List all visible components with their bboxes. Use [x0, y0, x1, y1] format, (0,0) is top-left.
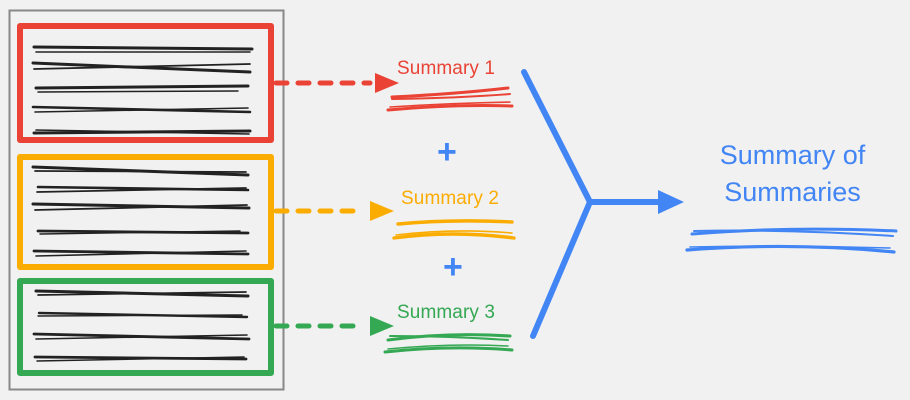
summary-1-underline	[386, 86, 514, 112]
summary-2-underline	[392, 219, 516, 240]
arrow-to-summary-1	[273, 73, 399, 93]
document-group-green[interactable]	[17, 278, 274, 376]
document-group-orange-border	[17, 154, 274, 270]
document-group-red-text-lines	[31, 45, 254, 135]
merge-branch-bottom	[530, 199, 593, 339]
arrow-to-summary-2	[273, 201, 394, 221]
document-group-green-text-lines	[32, 289, 251, 362]
document-group-orange-text-lines	[31, 165, 251, 257]
merge-arrow	[521, 69, 663, 339]
summary-3-underline	[383, 333, 514, 354]
arrow-to-summary-2-head	[370, 201, 394, 221]
arrow-to-summary-1-head	[375, 73, 399, 93]
arrow-to-summary-3	[273, 316, 394, 336]
document-group-green-border	[17, 278, 274, 376]
document-group-red-border	[17, 23, 274, 143]
arrow-to-summary-3-head	[370, 316, 394, 336]
merge-arrow-head	[658, 190, 684, 214]
summary-of-summaries-underline	[685, 227, 898, 254]
document-collection-frame	[8, 9, 285, 391]
document-group-red[interactable]	[17, 23, 274, 143]
merge-branch-top	[521, 69, 593, 205]
document-group-orange[interactable]	[17, 154, 274, 270]
